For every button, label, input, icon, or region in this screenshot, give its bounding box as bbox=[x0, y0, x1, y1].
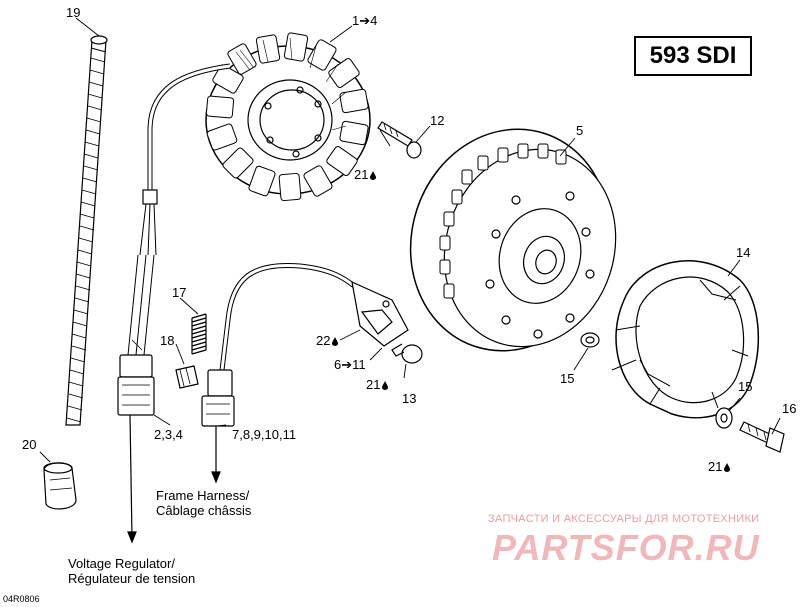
leader-lines bbox=[39, 17, 781, 463]
voltage-regulator-fr: Régulateur de tension bbox=[68, 571, 196, 586]
washer-15a bbox=[580, 332, 600, 348]
watermark-logo: PARTSFOR.RU bbox=[492, 527, 760, 568]
callout-16: 16 bbox=[782, 401, 797, 416]
frame-harness-arrow bbox=[211, 426, 221, 484]
callout-2-3-4: 2,3,4 bbox=[154, 427, 183, 442]
callout-18: 18 bbox=[160, 333, 175, 348]
washer-15b bbox=[715, 407, 733, 429]
screw-13 bbox=[391, 343, 423, 364]
callout-7-11: 7,8,9,10,11 bbox=[232, 427, 297, 442]
callout-19: 19 bbox=[66, 5, 81, 20]
callout-15a: 15 bbox=[560, 371, 575, 386]
sensor-harness bbox=[219, 262, 409, 371]
oil-drop-icon bbox=[382, 381, 389, 390]
callout-21a: 21 bbox=[354, 168, 377, 182]
oil-drop-icon bbox=[724, 463, 731, 472]
callout-22: 22 bbox=[316, 334, 339, 348]
callout-13: 13 bbox=[402, 391, 417, 406]
frame-harness-en: Frame Harness/ bbox=[156, 488, 250, 503]
callout-15b: 15 bbox=[738, 379, 753, 394]
callout-21b: 21 bbox=[366, 378, 389, 392]
clip-18 bbox=[175, 365, 199, 389]
callout-21c: 21 bbox=[708, 460, 731, 474]
callout-20: 20 bbox=[22, 437, 37, 452]
diagram-reference: 04R0806 bbox=[3, 594, 40, 604]
spring-17 bbox=[191, 313, 207, 355]
callout-14: 14 bbox=[736, 245, 751, 260]
connector-7-11 bbox=[201, 369, 235, 427]
flywheel bbox=[409, 128, 617, 352]
clip-20 bbox=[43, 462, 77, 510]
watermark-tagline: ЗАПЧАСТИ И АКСЕССУАРЫ ДЛЯ МОТОТЕХНИКИ bbox=[488, 513, 760, 525]
callout-6-11: 6➔11 bbox=[334, 357, 366, 372]
voltage-regulator-en: Voltage Regulator/ bbox=[68, 556, 175, 571]
callout-17: 17 bbox=[172, 285, 187, 300]
stator bbox=[205, 32, 371, 202]
voltage-regulator-arrow bbox=[127, 414, 137, 544]
bolt-12 bbox=[377, 121, 422, 159]
callout-12: 12 bbox=[430, 113, 445, 128]
oil-drop-icon bbox=[370, 171, 377, 180]
connector-2-3-4 bbox=[117, 254, 155, 416]
model-badge: 593 SDI bbox=[634, 36, 752, 76]
oil-drop-icon bbox=[332, 337, 339, 346]
bolt-16 bbox=[739, 421, 785, 453]
frame-harness-fr: Câblage châssis bbox=[156, 503, 252, 518]
stator-cable bbox=[139, 63, 231, 256]
conduit-tube bbox=[65, 35, 108, 426]
voltage-regulator-label: Voltage Regulator/ Régulateur de tension bbox=[68, 556, 195, 586]
ring-gear bbox=[611, 260, 759, 419]
callout-1-4: 1➔4 bbox=[352, 13, 378, 28]
callout-5: 5 bbox=[576, 123, 584, 138]
frame-harness-label: Frame Harness/ Câblage châssis bbox=[156, 488, 251, 518]
